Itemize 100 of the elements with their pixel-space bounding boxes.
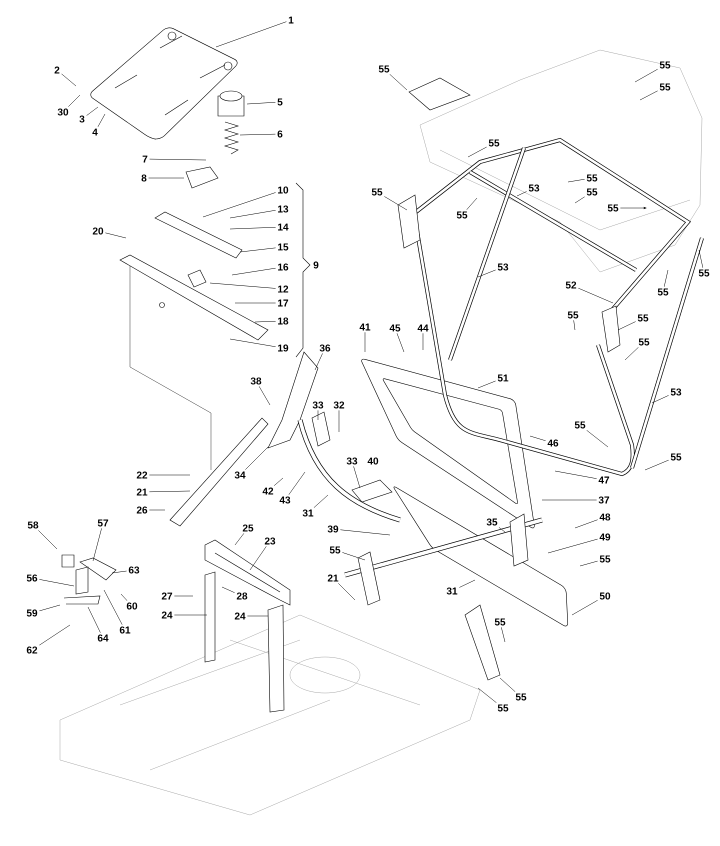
leader-line bbox=[664, 270, 668, 287]
callout-number: 38 bbox=[250, 377, 262, 385]
callout-number: 33 bbox=[346, 457, 358, 465]
leader-line bbox=[210, 282, 276, 289]
leader-line bbox=[314, 353, 323, 370]
callout-number: 55 bbox=[488, 140, 500, 146]
callout-number: 9 bbox=[314, 261, 318, 269]
leader-line bbox=[572, 600, 598, 616]
leader-line bbox=[68, 94, 80, 107]
leader-line bbox=[39, 579, 74, 586]
leader-line bbox=[230, 210, 276, 218]
callout-number: 24 bbox=[162, 612, 172, 618]
callout-number: 17 bbox=[278, 300, 288, 306]
leader-line bbox=[478, 380, 496, 388]
callout-number: 55 bbox=[494, 618, 506, 626]
callout-number: 15 bbox=[278, 244, 288, 250]
callout-number: 53 bbox=[498, 263, 508, 271]
leader-line bbox=[232, 268, 276, 276]
callout-number: 21 bbox=[328, 574, 338, 582]
callout-number: 13 bbox=[278, 205, 288, 213]
leader-line bbox=[120, 594, 128, 601]
leader-line bbox=[342, 552, 366, 560]
leader-line bbox=[230, 338, 276, 347]
callout-number: 14 bbox=[278, 224, 288, 230]
leader-line bbox=[390, 74, 408, 90]
callout-number: 63 bbox=[128, 566, 140, 574]
callout-number: 55 bbox=[586, 188, 598, 196]
callout-number: 55 bbox=[660, 62, 670, 68]
leader-line bbox=[288, 472, 306, 495]
callout-number: 28 bbox=[236, 592, 248, 600]
callout-number: 12 bbox=[278, 286, 288, 292]
callout-number: 43 bbox=[280, 496, 290, 504]
callout-number: 36 bbox=[320, 344, 330, 352]
callout-number: 49 bbox=[600, 533, 610, 541]
callout-number: 16 bbox=[278, 263, 288, 271]
callout-number: 55 bbox=[516, 694, 526, 700]
callout-number: 24 bbox=[234, 612, 246, 620]
leader-line bbox=[216, 21, 287, 48]
callout-number: 37 bbox=[598, 496, 610, 504]
leader-line bbox=[554, 470, 597, 479]
leader-line bbox=[620, 206, 647, 210]
callout-number: 8 bbox=[142, 174, 146, 182]
callout-number: 46 bbox=[548, 439, 558, 447]
callout-number: 53 bbox=[670, 388, 682, 396]
callout-number: 21 bbox=[136, 488, 148, 496]
callout-number: 34 bbox=[234, 471, 246, 479]
callout-number: 23 bbox=[264, 537, 276, 545]
callout-number: 55 bbox=[670, 454, 682, 460]
leader-line bbox=[104, 590, 122, 625]
leader-line bbox=[634, 68, 658, 82]
callout-number: 55 bbox=[660, 84, 670, 90]
callout-number: 55 bbox=[608, 204, 618, 212]
leader-line bbox=[250, 546, 267, 570]
leader-line bbox=[498, 527, 506, 532]
leader-line bbox=[478, 270, 496, 278]
callout-number: 44 bbox=[418, 324, 428, 332]
callout-number: 19 bbox=[278, 344, 288, 352]
callout-number: 31 bbox=[302, 509, 314, 517]
callout-number: 55 bbox=[638, 314, 648, 322]
callout-number: 64 bbox=[98, 634, 108, 642]
leader-line bbox=[254, 321, 276, 322]
leader-line bbox=[568, 178, 585, 182]
callout-number: 18 bbox=[278, 317, 288, 325]
callout-number: 55 bbox=[568, 312, 578, 318]
leader-line bbox=[396, 333, 404, 352]
callout-number: 58 bbox=[28, 521, 38, 529]
callout-number: 35 bbox=[486, 518, 498, 526]
callout-number: 42 bbox=[262, 488, 274, 494]
callout-number: 55 bbox=[698, 270, 710, 276]
leader-line bbox=[246, 102, 276, 104]
leader-line bbox=[149, 474, 190, 476]
callout-number: 45 bbox=[390, 324, 400, 332]
leader-line bbox=[422, 333, 424, 350]
leader-line bbox=[258, 386, 270, 406]
leader-line bbox=[573, 320, 576, 330]
leader-line bbox=[39, 604, 60, 612]
leader-line bbox=[516, 191, 527, 196]
callout-number: 55 bbox=[456, 212, 468, 218]
callout-number: 33 bbox=[312, 401, 324, 409]
leader-line bbox=[580, 560, 598, 566]
leader-line bbox=[338, 410, 340, 432]
callout-number: 60 bbox=[126, 602, 138, 610]
callout-number: 55 bbox=[600, 556, 610, 562]
leader-line bbox=[112, 570, 127, 574]
leader-line bbox=[466, 198, 478, 210]
leader-line bbox=[644, 460, 669, 470]
leader-line bbox=[478, 688, 497, 703]
callout-number: 56 bbox=[26, 574, 38, 582]
callout-number: 47 bbox=[598, 476, 610, 484]
callout-number: 55 bbox=[638, 338, 650, 346]
callout-number: 57 bbox=[98, 520, 108, 526]
callout-number: 1 bbox=[288, 16, 294, 24]
leader-line bbox=[174, 614, 208, 616]
callout-number: 40 bbox=[368, 457, 378, 465]
leader-line bbox=[340, 530, 390, 536]
leader-line bbox=[86, 106, 98, 116]
callout-number: 2 bbox=[54, 66, 60, 74]
callout-number: 32 bbox=[334, 401, 344, 409]
callout-number: 55 bbox=[330, 546, 340, 554]
leader-line bbox=[698, 250, 704, 268]
